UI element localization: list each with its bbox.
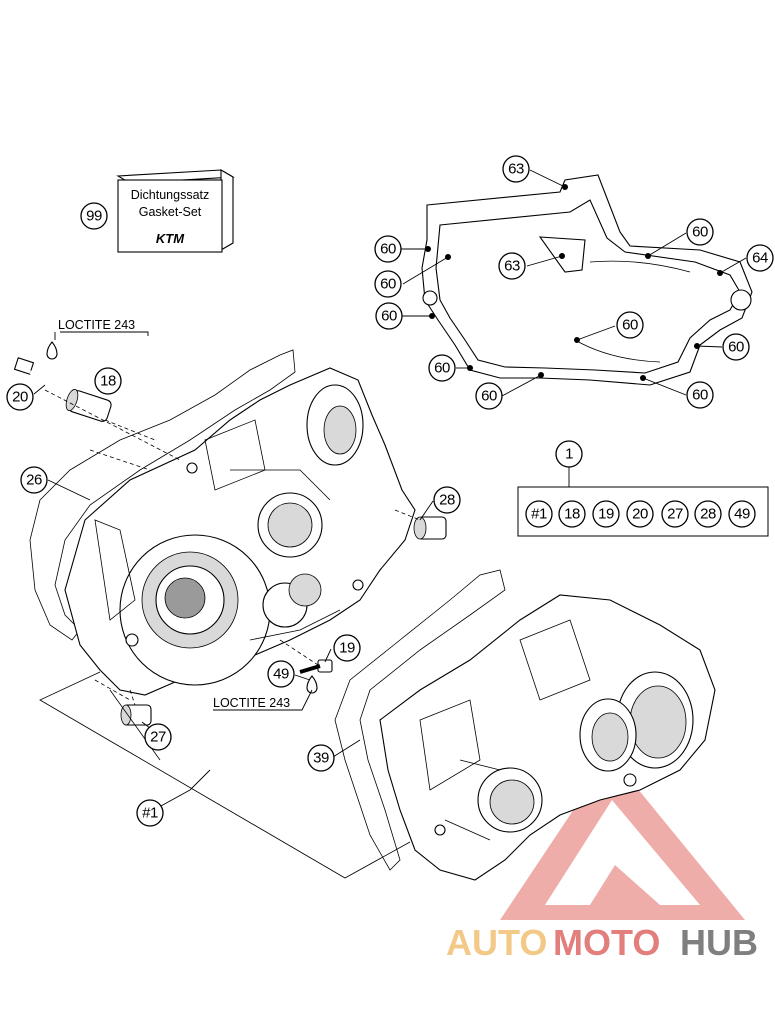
svg-text:60: 60 <box>380 276 396 293</box>
svg-text:18: 18 <box>100 373 116 390</box>
svg-text:49: 49 <box>734 506 750 523</box>
callout-49: 49 <box>267 660 295 688</box>
svg-text:20: 20 <box>632 506 648 523</box>
callout-60-f: 60 <box>686 218 714 246</box>
svg-text:60: 60 <box>622 317 638 334</box>
callout-39: 39 <box>307 744 335 772</box>
sleeve-18 <box>65 389 112 422</box>
svg-text:99: 99 <box>86 208 102 225</box>
callout-19: 19 <box>333 634 361 662</box>
loctite-label-bottom: LOCTITE 243 <box>213 696 290 710</box>
callout-99: 99 <box>80 202 108 230</box>
svg-text:#1: #1 <box>142 805 158 822</box>
svg-text:28: 28 <box>700 506 716 523</box>
svg-text:39: 39 <box>313 750 329 767</box>
sleeve-28 <box>413 516 447 540</box>
gasket-left <box>29 349 296 641</box>
svg-text:60: 60 <box>381 308 397 325</box>
callout-60-a: 60 <box>374 235 402 263</box>
sleeve-27 <box>120 704 152 726</box>
svg-text:63: 63 <box>504 258 520 275</box>
svg-text:#1: #1 <box>531 506 547 523</box>
svg-text:60: 60 <box>692 224 708 241</box>
svg-text:MOTO: MOTO <box>553 922 660 963</box>
callout-60-i: 60 <box>686 381 714 409</box>
crankcase-gasket-top <box>421 174 753 386</box>
callout-60-b: 60 <box>374 270 402 298</box>
gasket-box-line2: Gasket-Set <box>139 205 202 219</box>
callout-26: 26 <box>20 466 48 494</box>
left-crankcase <box>64 367 416 696</box>
callout-63-mid: 63 <box>498 252 526 280</box>
gasket-set-box: Dichtungssatz Gasket-Set KTM <box>116 169 235 253</box>
svg-text:60: 60 <box>481 388 497 405</box>
callout-64: 64 <box>746 244 774 272</box>
callout-18: 18 <box>94 367 122 395</box>
kit-box <box>517 467 769 537</box>
callout-60-d: 60 <box>428 354 456 382</box>
svg-text:27: 27 <box>150 729 166 746</box>
callout-hash1: #1 <box>136 799 164 827</box>
kit-item-19: 19 <box>592 500 620 528</box>
svg-text:60: 60 <box>692 387 708 404</box>
svg-text:26: 26 <box>26 472 42 489</box>
kit-item-hash1: #1 <box>525 500 553 528</box>
callout-60-e: 60 <box>475 382 503 410</box>
callout-63-top: 63 <box>502 155 530 183</box>
gasket-box-line1: Dichtungssatz <box>131 188 210 202</box>
svg-text:AUTO: AUTO <box>446 922 547 963</box>
gasket-leader-lines <box>400 169 747 397</box>
screw-20 <box>13 357 63 387</box>
svg-text:1: 1 <box>565 446 573 463</box>
callout-1: 1 <box>555 440 583 468</box>
svg-text:28: 28 <box>439 492 455 509</box>
svg-text:20: 20 <box>12 389 28 406</box>
loctite-label-top: LOCTITE 243 <box>58 318 135 332</box>
svg-text:HUB: HUB <box>680 922 758 963</box>
screw-19 <box>299 659 333 674</box>
svg-text:60: 60 <box>728 339 744 356</box>
watermark-text: AUTO MOTO HUB <box>446 922 758 963</box>
svg-text:49: 49 <box>273 666 289 683</box>
kit-item-28: 28 <box>694 500 722 528</box>
gasket-right <box>334 569 506 871</box>
kit-item-49: 49 <box>728 500 756 528</box>
svg-text:19: 19 <box>339 640 355 657</box>
svg-text:63: 63 <box>508 161 524 178</box>
ktm-logo: KTM <box>156 231 185 246</box>
kit-item-27: 27 <box>661 500 689 528</box>
kit-item-18: 18 <box>558 500 586 528</box>
svg-text:64: 64 <box>752 250 768 267</box>
callout-27: 27 <box>144 723 172 751</box>
svg-text:18: 18 <box>564 506 580 523</box>
kit-item-20: 20 <box>626 500 654 528</box>
svg-text:60: 60 <box>434 360 450 377</box>
svg-text:60: 60 <box>380 241 396 258</box>
callout-60-c: 60 <box>375 302 403 330</box>
right-crankcase <box>379 594 716 881</box>
svg-text:27: 27 <box>667 506 683 523</box>
svg-text:19: 19 <box>598 506 614 523</box>
callout-60-h: 60 <box>722 333 750 361</box>
watermark-logo <box>500 755 745 920</box>
callout-20: 20 <box>6 383 34 411</box>
callout-60-g: 60 <box>616 311 644 339</box>
callout-28: 28 <box>433 486 461 514</box>
loctite-drop-top <box>46 341 58 360</box>
